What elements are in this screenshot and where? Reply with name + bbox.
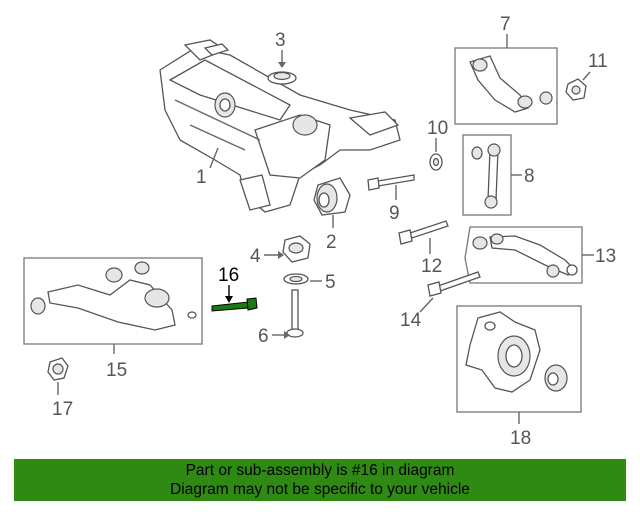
bolt-part-16 <box>211 297 258 312</box>
knuckle-part-18 <box>465 311 568 393</box>
bolt-part-14 <box>427 271 481 297</box>
washer-part-3 <box>267 71 297 85</box>
label-3: 3 <box>275 30 286 51</box>
washer-part-10 <box>429 153 443 171</box>
label-15: 15 <box>106 360 127 381</box>
washer-part-5 <box>283 273 309 285</box>
bolt-part-6 <box>286 289 304 338</box>
upper-arm-part-7 <box>469 55 553 113</box>
subframe-part <box>159 39 401 213</box>
arrow-16 <box>225 296 233 303</box>
bolt-part-9 <box>367 174 415 191</box>
nut-part-11 <box>565 78 587 101</box>
leader-line-14 <box>419 297 434 313</box>
bolt-part-12 <box>398 220 449 245</box>
bushing-part-2 <box>313 177 351 216</box>
label-14: 14 <box>400 310 422 331</box>
label-10: 10 <box>427 118 448 139</box>
banner-line-2: Diagram may not be specific to your vehi… <box>170 481 470 498</box>
box-15 <box>23 257 203 345</box>
nut-part-17 <box>47 357 69 381</box>
label-1: 1 <box>196 167 207 188</box>
lower-arm-part-15 <box>30 261 197 331</box>
label-5: 5 <box>325 272 336 293</box>
label-13: 13 <box>595 246 616 267</box>
nut-part-4 <box>282 235 311 263</box>
label-12: 12 <box>421 256 442 277</box>
banner-line-1: Part or sub-assembly is #16 in diagram <box>185 462 455 479</box>
label-4: 4 <box>250 246 261 267</box>
leader-line-1 <box>209 147 219 169</box>
label-11: 11 <box>588 51 608 72</box>
arrow-6 <box>284 331 290 339</box>
arrow-4 <box>278 251 284 259</box>
label-8: 8 <box>524 166 535 187</box>
label-2: 2 <box>326 232 337 253</box>
box-7 <box>454 47 558 125</box>
label-18: 18 <box>510 428 531 449</box>
label-9: 9 <box>389 203 400 224</box>
label-7: 7 <box>500 14 511 35</box>
arrow-3 <box>278 62 286 68</box>
label-16: 16 <box>218 265 239 286</box>
toe-arm-part-13 <box>472 233 578 278</box>
box-13 <box>464 226 583 284</box>
info-banner: Part or sub-assembly is #16 in diagram D… <box>14 459 626 501</box>
label-6: 6 <box>258 326 269 347</box>
link-part-8 <box>471 143 501 209</box>
leader-line-11 <box>582 71 591 81</box>
label-17: 17 <box>52 399 73 420</box>
